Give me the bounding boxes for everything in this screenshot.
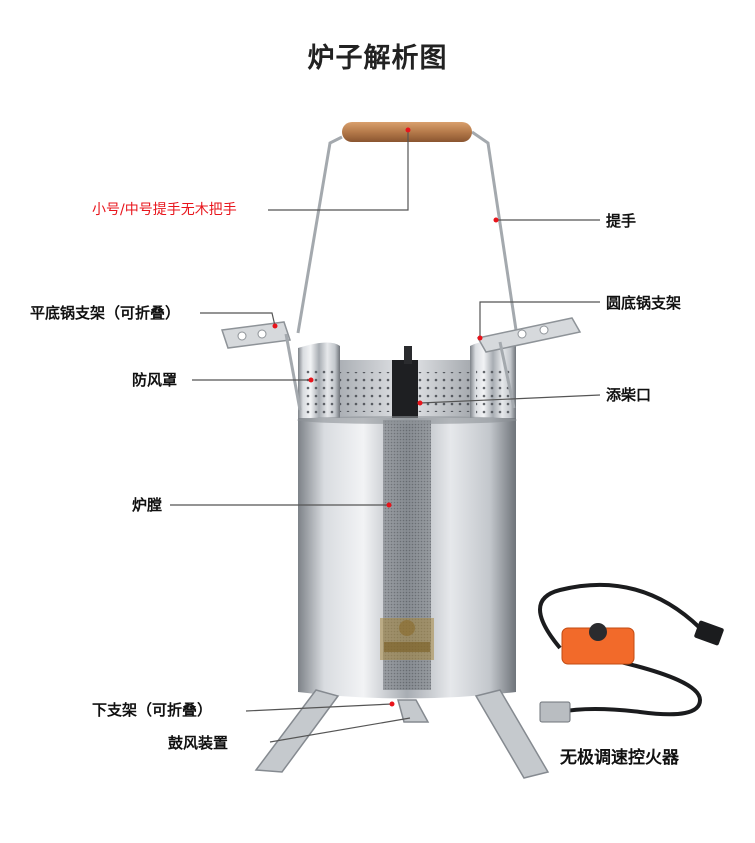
label-speed-controller: 无极调速控火器 bbox=[560, 748, 679, 768]
page-title: 炉子解析图 bbox=[307, 43, 448, 74]
label-windshield: 防风罩 bbox=[132, 371, 178, 389]
label-handle-note: 小号/中号提手无木把手 bbox=[92, 202, 237, 218]
flat-pot-stand bbox=[221, 321, 302, 411]
leader-lines bbox=[170, 130, 601, 743]
label-flat-pot-stand: 平底锅支架（可折叠） bbox=[30, 304, 181, 322]
lower-legs bbox=[254, 689, 550, 779]
label-handle: 提手 bbox=[606, 212, 637, 230]
label-chamber: 炉膛 bbox=[132, 496, 163, 514]
label-fuel-port: 添柴口 bbox=[606, 386, 652, 404]
pin-markers bbox=[272, 127, 499, 707]
brand-emblem bbox=[380, 618, 434, 660]
handle-wire bbox=[296, 130, 518, 334]
label-blower: 鼓风装置 bbox=[168, 734, 229, 752]
round-pot-stand bbox=[476, 317, 582, 409]
speed-controller-device bbox=[538, 582, 724, 723]
fuel-opening bbox=[392, 360, 418, 420]
label-round-pot-stand: 圆底锅支架 bbox=[606, 294, 682, 312]
label-lower-stand: 下支架（可折叠） bbox=[92, 701, 213, 719]
